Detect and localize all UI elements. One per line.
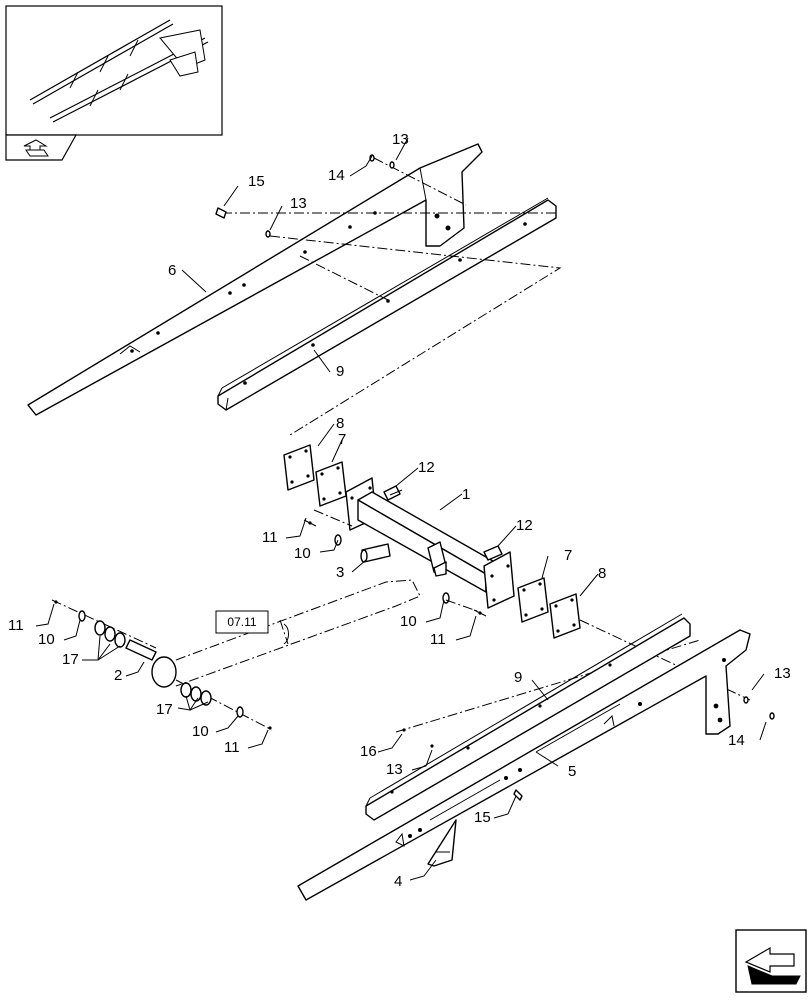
plate-part-7-right <box>517 577 549 623</box>
nut-part-13-lower-right <box>743 696 749 704</box>
callout-14-lower: 14 <box>728 732 745 749</box>
assembly-thumbnail[interactable] <box>5 5 223 136</box>
callout-11-lower: 11 <box>224 739 240 756</box>
nut-part-13-lower-left <box>430 744 434 748</box>
callout-2: 2 <box>114 667 122 684</box>
callout-10-tube-left: 10 <box>294 545 311 562</box>
rail-part-6 <box>27 143 483 416</box>
bolt-part-16 <box>402 728 406 732</box>
callout-17-lower: 17 <box>156 701 173 718</box>
bolt-part-14-lower <box>769 712 775 720</box>
callout-15-lower: 15 <box>474 809 491 826</box>
tube-part-1 <box>345 477 515 609</box>
plate-part-8-right <box>549 593 581 639</box>
callout-13-upper-right: 13 <box>392 131 409 148</box>
washer-part-17-upper <box>94 620 126 648</box>
callout-12-lower: 12 <box>516 517 533 534</box>
callout-10-lower: 10 <box>192 723 209 740</box>
callout-1: 1 <box>462 486 470 503</box>
rail-part-5 <box>297 629 751 901</box>
callout-8-right: 8 <box>598 565 606 582</box>
pin-part-12-lower <box>483 545 503 561</box>
page-forward-icon[interactable] <box>735 929 807 993</box>
callout-12-top: 12 <box>418 459 435 476</box>
pin-part-3 <box>360 543 391 563</box>
plate-part-7-left <box>315 461 347 507</box>
channel-part-9-lower <box>365 613 691 821</box>
callout-9-lower: 9 <box>514 669 522 686</box>
washer-part-10-lower <box>236 706 244 718</box>
nut-part-13-upper-left <box>265 230 271 238</box>
callout-7-right: 7 <box>564 547 572 564</box>
callout-6: 6 <box>168 262 176 279</box>
page-back-icon[interactable] <box>5 134 78 161</box>
callout-4: 4 <box>394 873 402 890</box>
plate-part-8-left <box>283 444 315 491</box>
callout-11-left-upper: 11 <box>8 617 24 634</box>
callout-15-upper: 15 <box>248 173 265 190</box>
callout-3: 3 <box>336 564 344 581</box>
reference-box[interactable]: 07.11 <box>215 610 269 634</box>
channel-part-9-upper <box>217 197 557 411</box>
callout-11-tube-left: 11 <box>262 529 278 546</box>
callout-14-upper: 14 <box>328 167 345 184</box>
pin-part-12-top <box>383 485 403 501</box>
callout-16: 16 <box>360 743 377 760</box>
callout-13-upper-left: 13 <box>290 195 307 212</box>
callout-7-left: 7 <box>338 431 346 448</box>
callout-13-lower-left: 13 <box>386 761 403 778</box>
callout-10-left-upper: 10 <box>38 631 55 648</box>
callout-leaders <box>35 137 767 881</box>
hydraulic-cylinder <box>151 579 421 688</box>
bolt-part-15-upper <box>215 207 227 219</box>
nut-part-13-upper-right <box>389 161 395 169</box>
bolt-part-14-upper <box>369 154 375 162</box>
fastener-part-11-left-upper <box>54 600 58 604</box>
callout-9-upper: 9 <box>336 363 344 380</box>
callout-17-upper: 17 <box>62 651 79 668</box>
washer-part-10-left-upper <box>78 610 86 622</box>
callout-10-tube-right: 10 <box>400 613 417 630</box>
reference-label: 07.11 <box>227 615 256 629</box>
fastener-part-11-lower <box>268 726 272 730</box>
bolt-part-15-lower <box>513 789 523 801</box>
callout-8-left: 8 <box>336 415 344 432</box>
callout-13-lower-right: 13 <box>774 665 791 682</box>
pin-part-2 <box>125 639 157 661</box>
callout-11-tube-right: 11 <box>430 631 446 648</box>
fastener-part-11-tube-left <box>303 519 317 527</box>
assembly-thumbnail-icon <box>29 19 209 123</box>
callout-5: 5 <box>568 763 576 780</box>
